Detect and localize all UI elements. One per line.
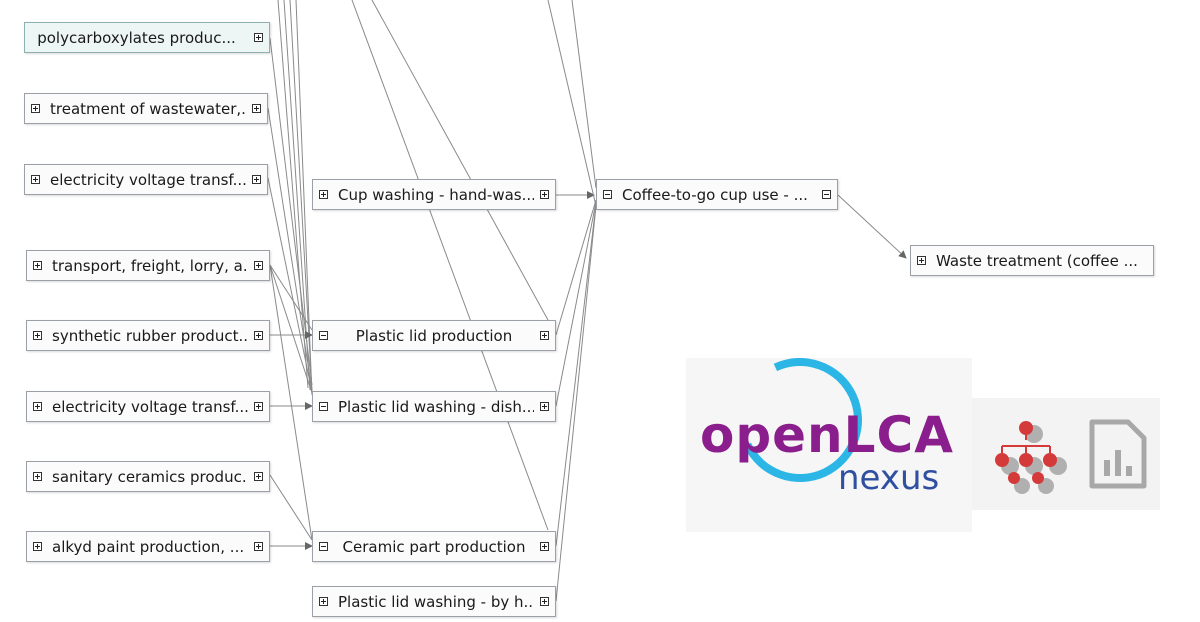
edge: [269, 264, 313, 394]
expand-icon[interactable]: [254, 472, 263, 481]
edge: [277, 0, 309, 389]
edge: [371, 0, 549, 321]
process-node-transport[interactable]: transport, freight, lorry, a...: [26, 250, 270, 281]
process-tree-icon: [995, 421, 1067, 494]
edge: [269, 37, 313, 386]
expand-icon[interactable]: [33, 542, 42, 551]
node-label: synthetic rubber product...: [52, 326, 248, 345]
node-label: Plastic lid washing - by h...: [338, 592, 534, 611]
process-node-plastic-lid-washing-dish[interactable]: Plastic lid washing - dish...: [312, 391, 556, 422]
expand-icon[interactable]: [319, 597, 328, 606]
node-label: electricity voltage transf...: [52, 397, 248, 416]
node-label: treatment of wastewater,...: [50, 99, 246, 118]
expand-icon[interactable]: [33, 402, 42, 411]
edge: [289, 0, 313, 393]
process-node-cup-washing[interactable]: Cup washing - hand-was...: [312, 179, 556, 210]
process-node-electricity-1[interactable]: electricity voltage transf...: [24, 164, 268, 195]
expand-icon[interactable]: [252, 175, 261, 184]
expand-icon[interactable]: [540, 597, 549, 606]
logo-brand-bottom: nexus: [838, 458, 940, 498]
expand-icon[interactable]: [319, 190, 328, 199]
expand-icon[interactable]: [33, 331, 42, 340]
edge: [351, 0, 549, 531]
edge: [269, 264, 313, 331]
process-node-wastewater[interactable]: treatment of wastewater,...: [24, 93, 268, 124]
expand-icon[interactable]: [31, 104, 40, 113]
node-label: Waste treatment (coffee ...: [936, 251, 1138, 270]
process-node-alkyd-paint[interactable]: alkyd paint production, ...: [26, 531, 270, 562]
node-label: Plastic lid washing - dish...: [338, 397, 534, 416]
process-node-polycarboxylates[interactable]: polycarboxylates produc...: [24, 22, 270, 53]
node-label: sanitary ceramics produc...: [52, 467, 248, 486]
edge: [547, 0, 597, 207]
collapse-icon[interactable]: [319, 402, 328, 411]
edge: [555, 199, 597, 336]
edge: [555, 201, 597, 407]
process-node-ceramic-part[interactable]: Ceramic part production: [312, 531, 556, 562]
edge: [555, 203, 597, 547]
expand-icon[interactable]: [540, 331, 549, 340]
collapse-icon[interactable]: [319, 542, 328, 551]
node-label: Plastic lid production: [355, 326, 513, 345]
edge: [837, 194, 907, 259]
expand-icon[interactable]: [540, 542, 549, 551]
process-node-waste-treatment[interactable]: Waste treatment (coffee ...: [910, 245, 1154, 276]
collapse-icon[interactable]: [319, 331, 328, 340]
process-node-coffee-cup-use[interactable]: Coffee-to-go cup use - ...: [596, 179, 838, 210]
edge: [267, 177, 313, 393]
node-label: Ceramic part production: [342, 537, 526, 556]
expand-icon[interactable]: [254, 542, 263, 551]
expand-icon[interactable]: [254, 402, 263, 411]
node-label: electricity voltage transf...: [50, 170, 246, 189]
process-node-plastic-lid-washing-hand[interactable]: Plastic lid washing - by h...: [312, 586, 556, 617]
feature-icons: [972, 398, 1160, 510]
expand-icon[interactable]: [540, 402, 549, 411]
expand-icon[interactable]: [33, 472, 42, 481]
expand-icon[interactable]: [254, 331, 263, 340]
node-label: transport, freight, lorry, a...: [52, 256, 248, 275]
node-label: alkyd paint production, ...: [52, 537, 245, 556]
collapse-icon[interactable]: [603, 190, 612, 199]
expand-icon[interactable]: [917, 256, 926, 265]
logo-brand-top: openLCA: [700, 406, 954, 464]
edge: [295, 0, 313, 396]
expand-icon[interactable]: [31, 175, 40, 184]
node-label: polycarboxylates produc...: [37, 28, 236, 47]
process-node-plastic-lid-production[interactable]: Plastic lid production: [312, 320, 556, 351]
expand-icon[interactable]: [540, 190, 549, 199]
expand-icon[interactable]: [33, 261, 42, 270]
node-label: Cup washing - hand-was...: [338, 185, 534, 204]
edge: [571, 0, 597, 189]
collapse-icon[interactable]: [822, 190, 831, 199]
process-node-sanitary-ceramics[interactable]: sanitary ceramics produc...: [26, 461, 270, 492]
openlca-nexus-logo: openLCA nexus: [686, 340, 972, 532]
edge: [269, 264, 313, 541]
expand-icon[interactable]: [254, 261, 263, 270]
edge: [555, 205, 597, 602]
edge: [269, 474, 313, 541]
process-node-synthetic-rubber[interactable]: synthetic rubber product...: [26, 320, 270, 351]
edge: [283, 0, 311, 391]
chart-document-icon: [1089, 419, 1147, 489]
edge: [267, 107, 313, 391]
process-node-electricity-2[interactable]: electricity voltage transf...: [26, 391, 270, 422]
expand-icon[interactable]: [254, 33, 263, 42]
expand-icon[interactable]: [252, 104, 261, 113]
node-label: Coffee-to-go cup use - ...: [622, 185, 808, 204]
